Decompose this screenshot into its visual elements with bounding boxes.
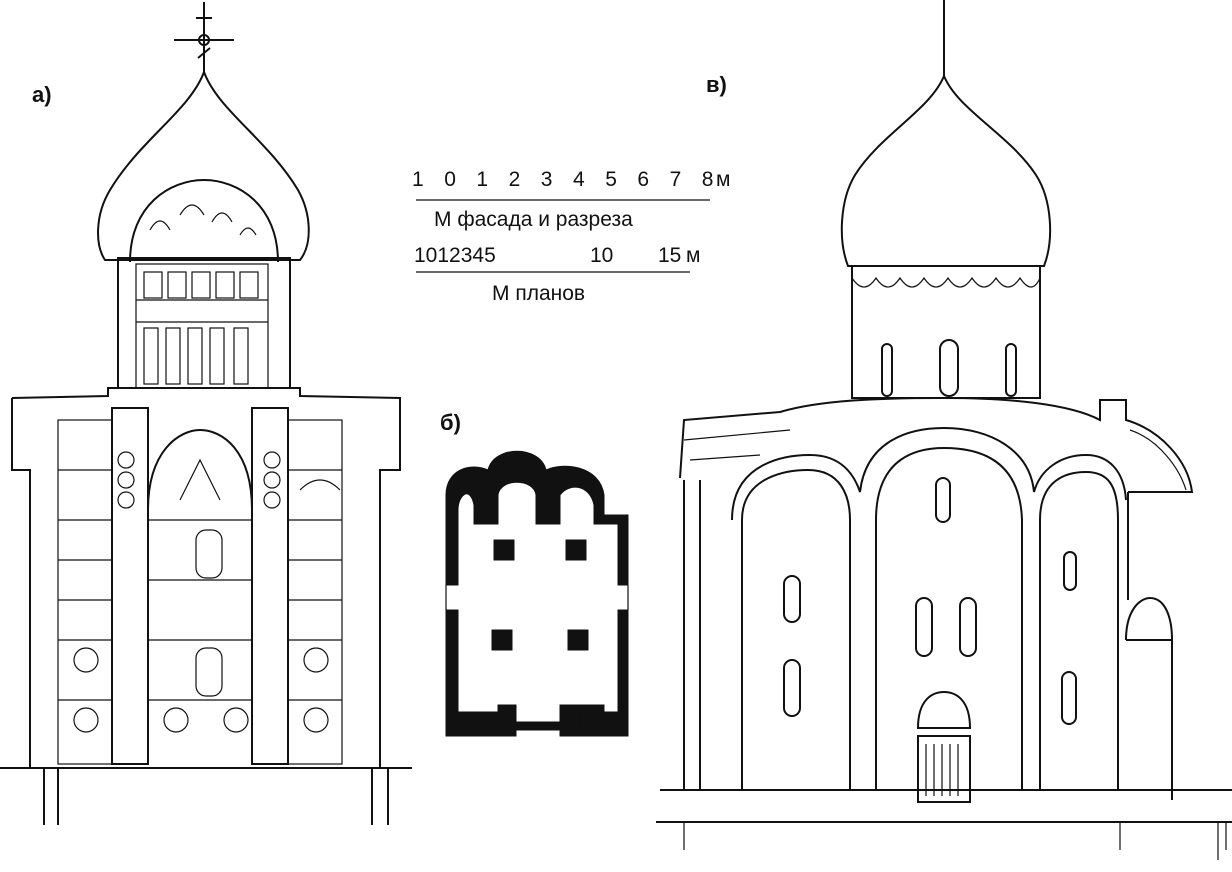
cross-icon: [174, 2, 234, 72]
facade-door: [917, 735, 971, 803]
scale-plan: 1012345 10 15 м М планов: [414, 244, 700, 305]
facade-windows: [783, 477, 1077, 725]
scale-facade-tick: 5: [605, 168, 617, 191]
onion-dome: [97, 69, 310, 261]
pillar-right: [251, 407, 289, 765]
plan-drawing: б): [440, 410, 629, 737]
label-a: а): [32, 82, 52, 107]
plan-apses: [445, 450, 629, 586]
scale-facade-tick: 7: [670, 168, 682, 191]
scale-plan-tick-15: 15: [658, 244, 681, 267]
scale-plan-unit: м: [686, 244, 700, 267]
dome-inner-arch: [129, 178, 279, 263]
facade-walls: [656, 480, 1232, 823]
wall-frescoes: [58, 451, 342, 733]
section-drawing: а): [0, 2, 412, 825]
facade-side-apse: [1125, 596, 1173, 800]
scale-facade-tick: 1: [412, 168, 424, 191]
pillar-left: [111, 407, 149, 765]
facade-portal-arch: [916, 690, 972, 729]
drum-frescoes: [143, 204, 259, 385]
facade-onion-dome: [840, 73, 1052, 267]
scale-facade-caption: М фасада и разреза: [434, 208, 633, 231]
scale-facade-tick: 0: [444, 168, 456, 191]
scale-facade-tick: 3: [541, 168, 553, 191]
scale-facade-tick: 1: [476, 168, 488, 191]
plan-pillar: [493, 539, 515, 561]
scale-facade-tick: 6: [637, 168, 649, 191]
facade-zakomaras: [731, 426, 1127, 521]
facade-drawing: в): [656, 0, 1232, 860]
plan-pillar: [567, 629, 589, 651]
scale-facade-tick: 4: [573, 168, 585, 191]
facade-roof: [679, 396, 1194, 493]
scale-plan-tick-10: 10: [590, 244, 613, 267]
scale-plan-caption: М планов: [492, 282, 585, 305]
plan-pillar: [491, 629, 513, 651]
scale-facade-unit: м: [716, 168, 730, 191]
central-arch: [147, 428, 253, 511]
label-b: б): [440, 410, 461, 435]
scale-facade-tick: 2: [509, 168, 521, 191]
plan-lower-walls: [445, 609, 629, 737]
plan-pillar: [565, 539, 587, 561]
scale-plan-ticks-left: 1012345: [414, 244, 496, 267]
label-v: в): [706, 72, 727, 97]
scale-facade-tick: 8: [702, 168, 714, 191]
